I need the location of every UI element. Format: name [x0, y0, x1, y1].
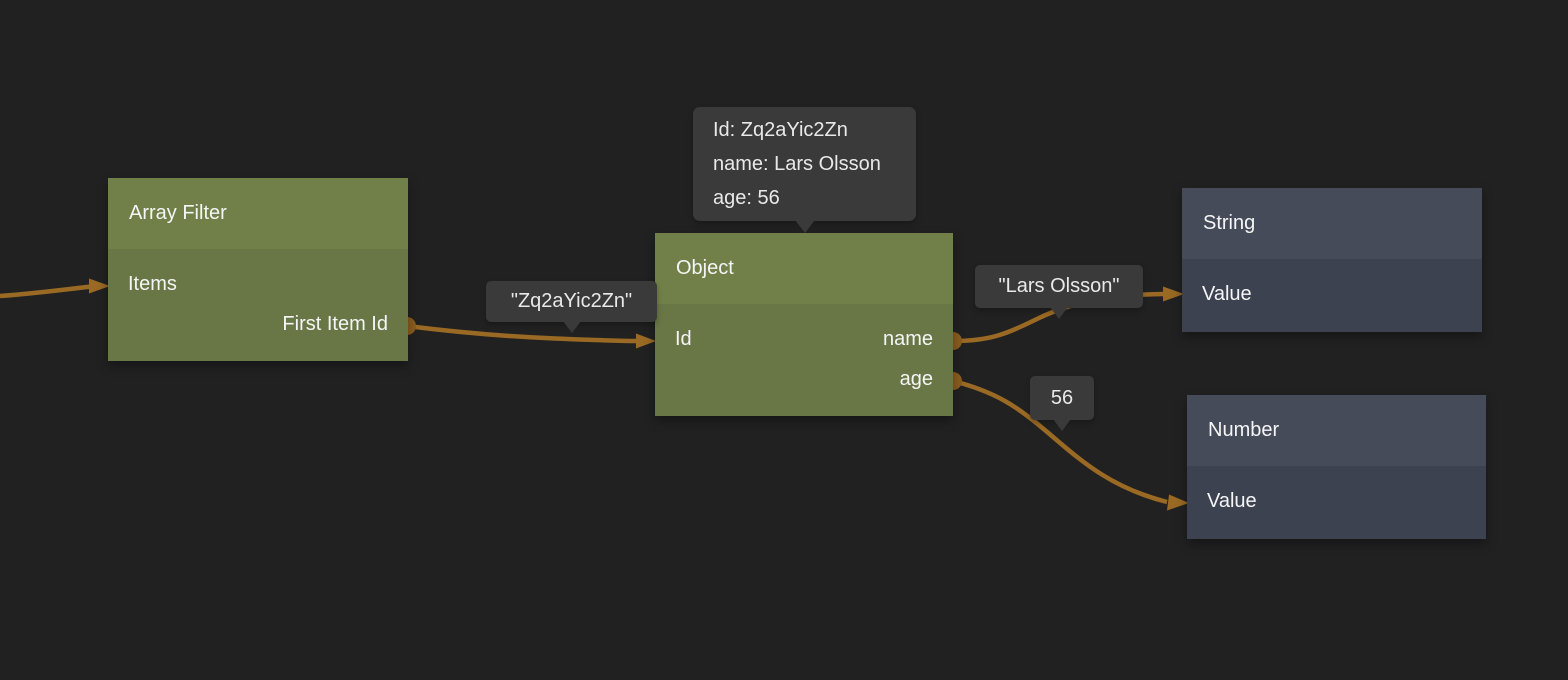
port-row-first-item-id[interactable]: First Item Id: [108, 304, 408, 344]
port-row-items[interactable]: Items: [108, 264, 408, 304]
port-row-id-name[interactable]: Id name: [655, 319, 953, 359]
arrowhead-object-id-input: [636, 333, 656, 349]
wire-into-items[interactable]: [0, 284, 92, 299]
node-string[interactable]: String Value: [1182, 188, 1482, 332]
edge-value-label-name-text: "Lars Olsson": [998, 275, 1120, 297]
node-number[interactable]: Number Value: [1187, 395, 1486, 539]
port-label-string-value: Value: [1202, 282, 1252, 305]
wire-first-item-id-to-object-id[interactable]: [406, 323, 638, 344]
edge-value-label-id: "Zq2aYic2Zn": [486, 281, 657, 322]
node-object-header[interactable]: Object: [655, 233, 953, 304]
object-data-tooltip: Id: Zq2aYic2Zn name: Lars Olsson age: 56: [693, 107, 916, 221]
arrowhead-items-input: [89, 278, 110, 294]
port-row-string-value[interactable]: Value: [1182, 274, 1482, 314]
arrowhead-string-value-input: [1163, 286, 1184, 302]
port-label-name: name: [882, 327, 933, 350]
edge-value-label-age-text: 56: [1050, 386, 1074, 409]
node-array-filter-header[interactable]: Array Filter: [108, 178, 408, 249]
edge-value-label-id-text: "Zq2aYic2Zn": [510, 290, 633, 312]
edge-value-label-name: "Lars Olsson": [975, 265, 1143, 308]
port-label-first-item-id: First Item Id: [282, 312, 388, 335]
node-array-filter[interactable]: Array Filter Items First Item Id: [108, 178, 408, 361]
node-string-title: String: [1203, 212, 1256, 234]
object-tooltip-line-name: name: Lars Olsson: [713, 153, 881, 175]
object-tooltip-line-age: age: 56: [713, 187, 780, 209]
port-label-id: Id: [675, 327, 692, 350]
port-label-number-value: Value: [1207, 489, 1257, 512]
node-number-header[interactable]: Number: [1187, 395, 1486, 466]
port-row-number-value[interactable]: Value: [1187, 481, 1486, 521]
object-tooltip-line-id: Id: Zq2aYic2Zn: [713, 119, 848, 141]
node-string-body: Value: [1182, 259, 1482, 332]
port-label-age: age: [899, 367, 933, 390]
node-array-filter-title: Array Filter: [129, 202, 227, 224]
arrowhead-number-value-input: [1167, 494, 1189, 511]
node-array-filter-body: Items First Item Id: [108, 249, 408, 361]
node-number-body: Value: [1187, 466, 1486, 539]
node-string-header[interactable]: String: [1182, 188, 1482, 259]
port-label-items: Items: [128, 272, 177, 295]
node-number-title: Number: [1208, 419, 1280, 441]
edge-value-label-age: 56: [1030, 376, 1094, 420]
node-object[interactable]: Object Id name age: [655, 233, 953, 416]
node-object-body: Id name age: [655, 304, 953, 416]
node-object-title: Object: [676, 257, 734, 279]
port-row-age[interactable]: age: [655, 359, 953, 399]
